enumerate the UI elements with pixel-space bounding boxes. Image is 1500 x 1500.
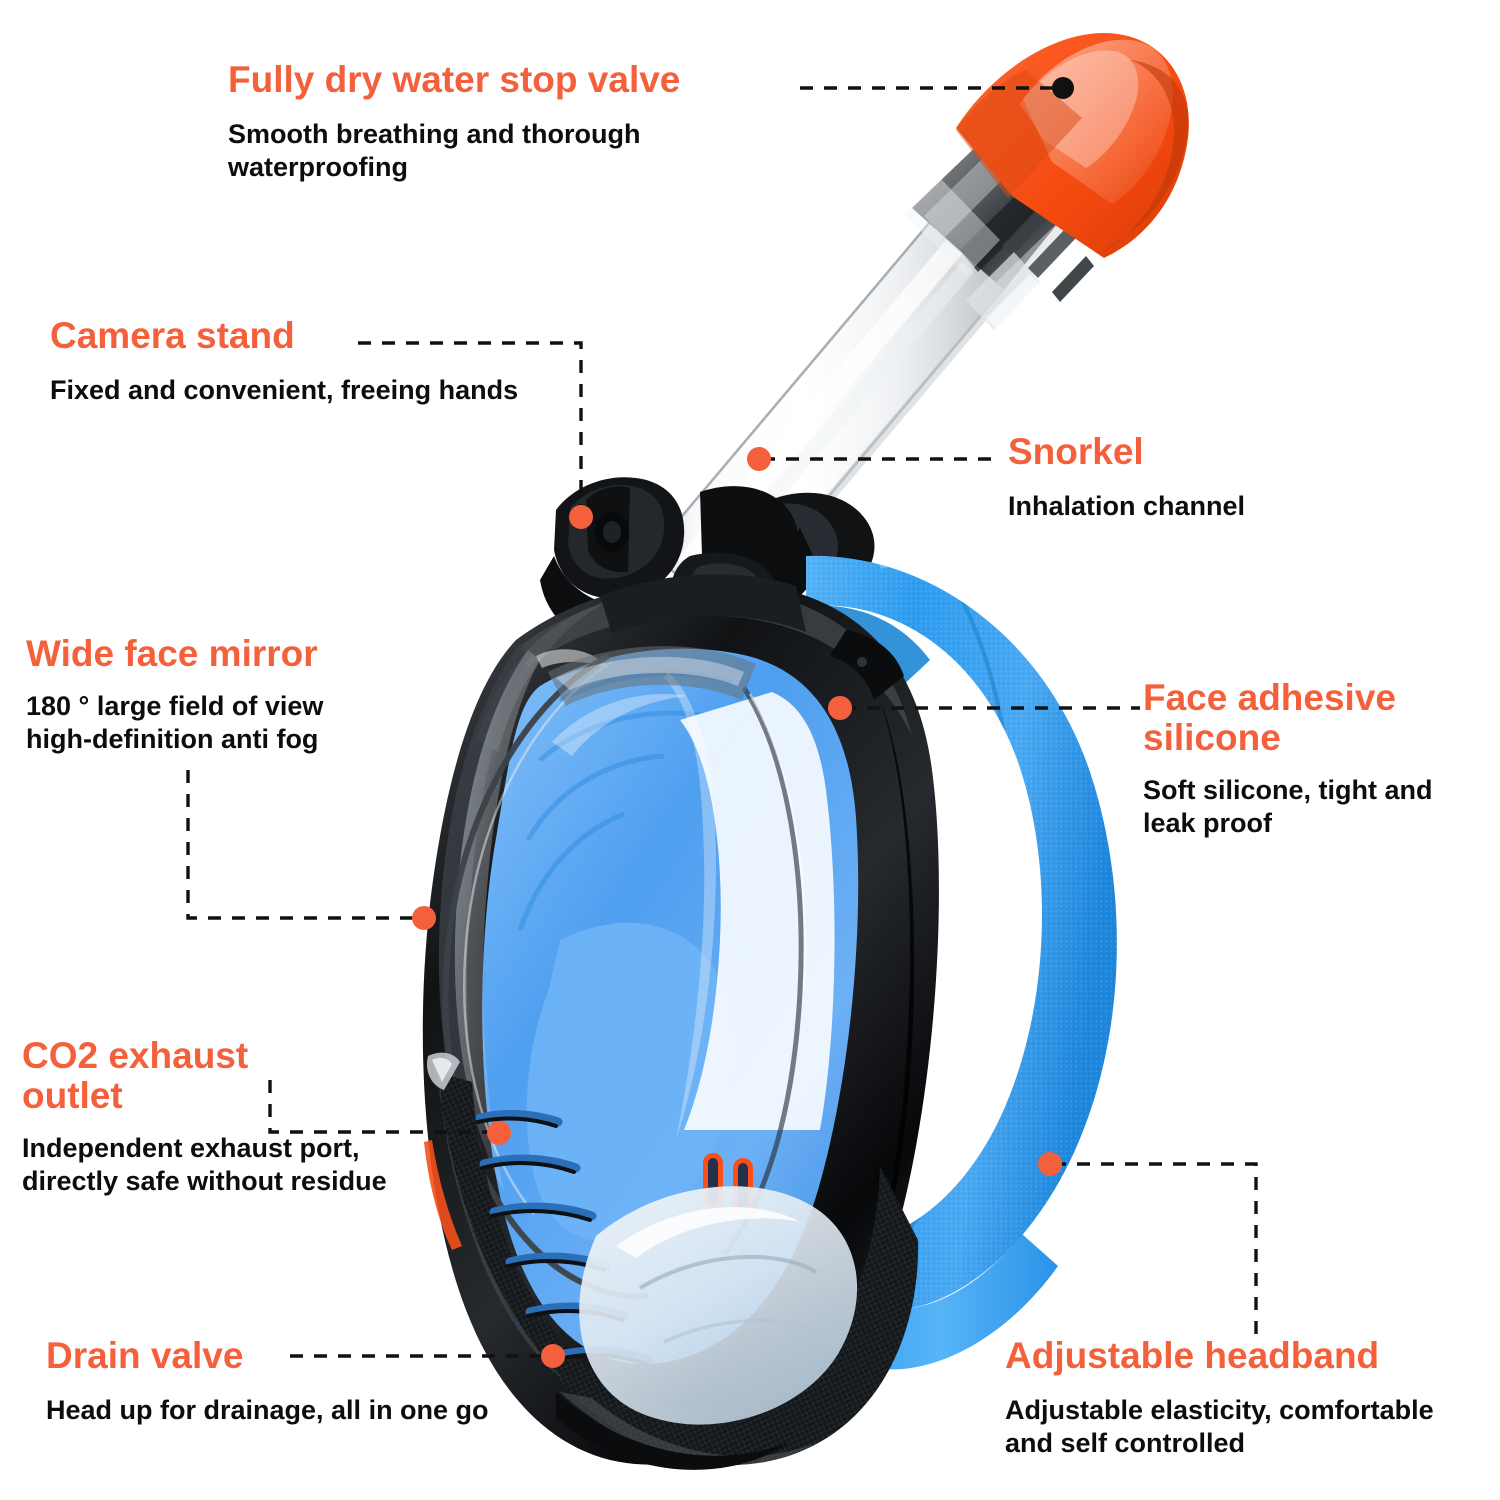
callout-title-snorkel: Snorkel (1008, 431, 1144, 472)
callout-title-adjustable-headband: Adjustable headband (1005, 1335, 1380, 1376)
callout-drain-valve: Drain valve Head up for drainage, all in… (46, 1336, 566, 1427)
callout-adjustable-headband: Adjustable headband Adjustable elasticit… (1005, 1336, 1485, 1460)
callout-desc-camera-stand: Fixed and convenient, freeing hands (50, 374, 519, 405)
callout-desc-face-adhesive-silicone: Soft silicone, tight and leak proof (1143, 774, 1433, 838)
callout-snorkel: Snorkel Inhalation channel (1008, 432, 1428, 523)
callout-title-camera-stand: Camera stand (50, 315, 295, 356)
callout-title-wide-face-mirror: Wide face mirror (26, 633, 318, 674)
callout-face-adhesive-silicone: Face adhesive silicone Soft silicone, ti… (1143, 678, 1500, 840)
callout-title-drain-valve: Drain valve (46, 1335, 244, 1376)
callout-wide-face-mirror: Wide face mirror 180 ° large field of vi… (26, 634, 456, 756)
callout-desc-snorkel: Inhalation channel (1008, 490, 1246, 521)
callout-co2-exhaust-outlet: CO2 exhaust outlet Independent exhaust p… (22, 1036, 462, 1198)
callout-desc-dry-valve: Smooth breathing and thorough waterproof… (228, 118, 641, 182)
callout-title-face-adhesive-silicone: Face adhesive silicone (1143, 677, 1396, 758)
callout-desc-drain-valve: Head up for drainage, all in one go (46, 1394, 489, 1425)
callout-dry-valve: Fully dry water stop valve Smooth breath… (228, 60, 828, 184)
callout-title-co2-exhaust-outlet: CO2 exhaust outlet (22, 1035, 249, 1116)
callout-title-dry-valve: Fully dry water stop valve (228, 59, 681, 100)
callout-camera-stand: Camera stand Fixed and convenient, freei… (50, 316, 610, 407)
callout-desc-adjustable-headband: Adjustable elasticity, comfortable and s… (1005, 1394, 1434, 1458)
callout-desc-co2-exhaust-outlet: Independent exhaust port, directly safe … (22, 1132, 387, 1196)
callout-desc-wide-face-mirror: 180 ° large field of view high-definitio… (26, 690, 324, 754)
